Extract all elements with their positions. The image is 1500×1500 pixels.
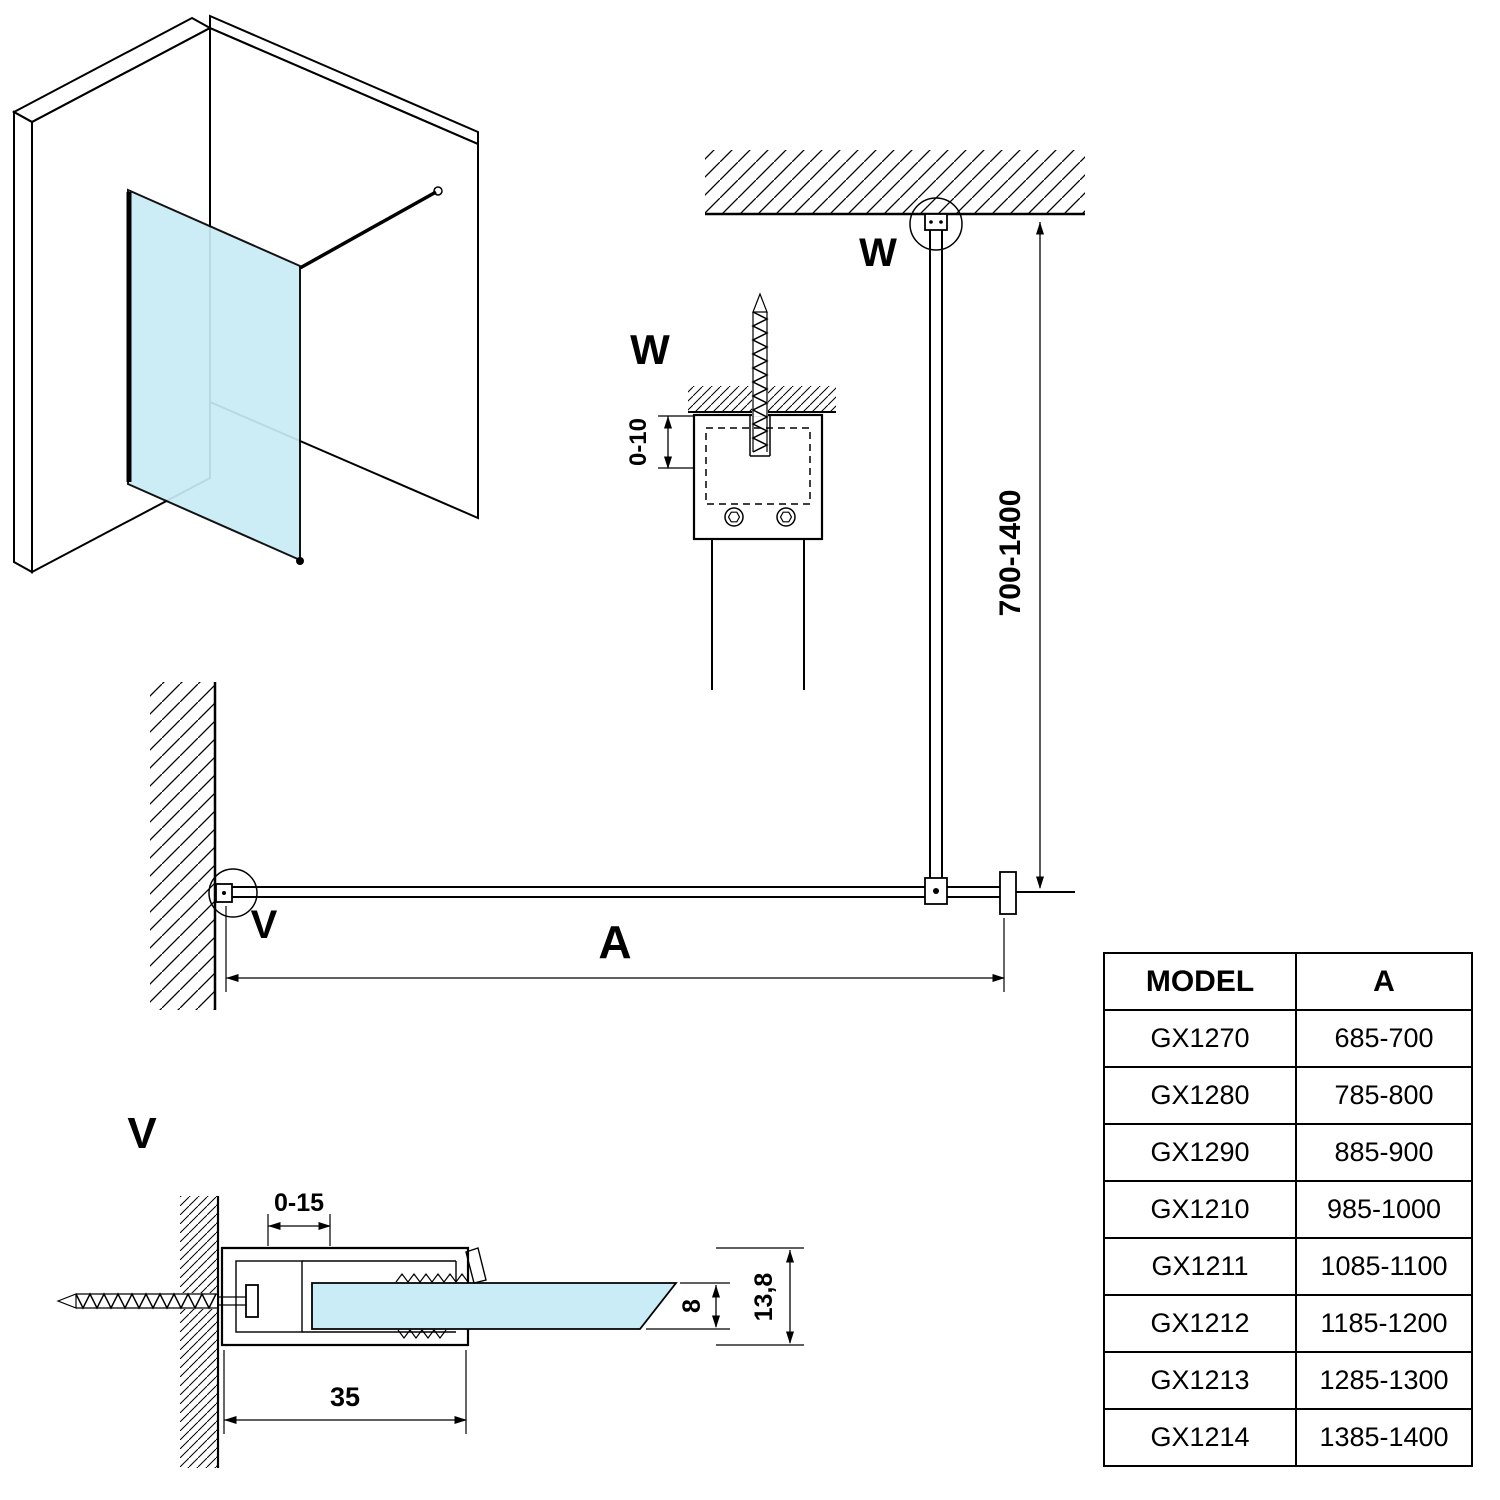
bracket-bolt-left bbox=[929, 220, 933, 224]
bar-wall-mount bbox=[433, 186, 443, 196]
a-cell: 885-900 bbox=[1295, 1123, 1473, 1182]
a-cell: 1185-1200 bbox=[1295, 1294, 1473, 1353]
dim-138-label: 13,8 bbox=[750, 1273, 778, 1322]
table-row: GX1280 785-800 bbox=[1103, 1066, 1473, 1125]
model-cell: GX1213 bbox=[1103, 1351, 1297, 1410]
right-wall-top-edge bbox=[209, 14, 479, 146]
model-cell: GX1212 bbox=[1103, 1294, 1297, 1353]
model-cell: GX1290 bbox=[1103, 1123, 1297, 1182]
glass-end-cap bbox=[999, 871, 1017, 915]
detail-v-label: V bbox=[127, 1109, 157, 1158]
screw-head bbox=[245, 1284, 259, 1318]
table-row: GX1212 1185-1200 bbox=[1103, 1294, 1473, 1353]
gasket-bottom bbox=[397, 1329, 447, 1339]
model-cell: GX1210 bbox=[1103, 1180, 1297, 1239]
model-table: MODEL A GX1270 685-700 GX1280 785-800 GX… bbox=[1103, 952, 1473, 1467]
bolt-right bbox=[776, 507, 796, 527]
model-cell: GX1270 bbox=[1103, 1009, 1297, 1068]
detail-v-wall-hatch bbox=[180, 1196, 218, 1468]
a-cell: 1385-1400 bbox=[1295, 1408, 1473, 1467]
gasket-top bbox=[395, 1273, 469, 1283]
table-header-a: A bbox=[1295, 952, 1473, 1011]
plan-v-label: V bbox=[251, 903, 278, 947]
table-header-row: MODEL A bbox=[1103, 952, 1473, 1011]
table-row: GX1270 685-700 bbox=[1103, 1009, 1473, 1068]
plan-view: W V 700-1400 A bbox=[150, 150, 1085, 1010]
glass-foot bbox=[296, 557, 304, 565]
plan-w-label: W bbox=[859, 231, 897, 275]
gasket-tab bbox=[465, 1247, 487, 1284]
dimension-a-label: A bbox=[598, 916, 631, 968]
support-bar bbox=[299, 190, 437, 270]
left-wall-hatch bbox=[150, 682, 215, 1010]
table-row: GX1213 1285-1300 bbox=[1103, 1351, 1473, 1410]
screw-thread-v bbox=[75, 1292, 217, 1310]
bracket-body bbox=[692, 413, 824, 541]
bolt-right-hex bbox=[779, 511, 793, 523]
clamp-bolt bbox=[933, 888, 939, 894]
dim-35-label: 35 bbox=[330, 1382, 360, 1412]
table-row: GX1214 1385-1400 bbox=[1103, 1408, 1473, 1467]
dim-0-10-label: 0-10 bbox=[625, 418, 652, 466]
detail-w-label: W bbox=[630, 326, 670, 373]
detail-w-view: W 0-10 bbox=[625, 292, 836, 690]
left-wall-top-edge bbox=[11, 16, 213, 124]
a-cell: 985-1000 bbox=[1295, 1180, 1473, 1239]
model-size-table: MODEL A GX1270 685-700 GX1280 785-800 GX… bbox=[1103, 952, 1473, 1467]
table-row: GX1211 1085-1100 bbox=[1103, 1237, 1473, 1296]
dim-0-15-label: 0-15 bbox=[274, 1189, 324, 1217]
glass-section bbox=[311, 1282, 678, 1330]
screw-tip bbox=[752, 292, 768, 313]
model-cell: GX1211 bbox=[1103, 1237, 1297, 1296]
screw-tip-v bbox=[56, 1293, 77, 1309]
model-cell: GX1214 bbox=[1103, 1408, 1297, 1467]
bracket-bolt-right bbox=[939, 220, 943, 224]
glass-panel bbox=[127, 188, 301, 562]
ceiling-hatch bbox=[705, 150, 1085, 214]
screw-thread bbox=[751, 311, 769, 453]
screw-mask bbox=[752, 296, 768, 416]
bolt-left-hex bbox=[727, 511, 741, 523]
a-cell: 785-800 bbox=[1295, 1066, 1473, 1125]
a-cell: 685-700 bbox=[1295, 1009, 1473, 1068]
a-cell: 1085-1100 bbox=[1295, 1237, 1473, 1296]
bolt-left bbox=[724, 507, 744, 527]
bar-ceiling-bracket bbox=[924, 213, 948, 231]
dimension-bar-length-label: 700-1400 bbox=[994, 490, 1027, 617]
left-wall-side-edge bbox=[13, 110, 33, 574]
detail-v-view: V 0-15 35 8 bbox=[56, 1109, 804, 1468]
detail-v-callout-circle bbox=[208, 868, 258, 918]
dim-8-label: 8 bbox=[678, 1299, 706, 1313]
detail-w-callout-circle bbox=[909, 197, 963, 251]
a-cell: 1285-1300 bbox=[1295, 1351, 1473, 1410]
table-row: GX1290 885-900 bbox=[1103, 1123, 1473, 1182]
model-cell: GX1280 bbox=[1103, 1066, 1297, 1125]
table-row: GX1210 985-1000 bbox=[1103, 1180, 1473, 1239]
wall-profile-dot bbox=[222, 891, 226, 895]
isometric-view bbox=[11, 14, 479, 574]
bracket-inner-dashed bbox=[705, 427, 811, 505]
table-header-model: MODEL bbox=[1103, 952, 1297, 1011]
